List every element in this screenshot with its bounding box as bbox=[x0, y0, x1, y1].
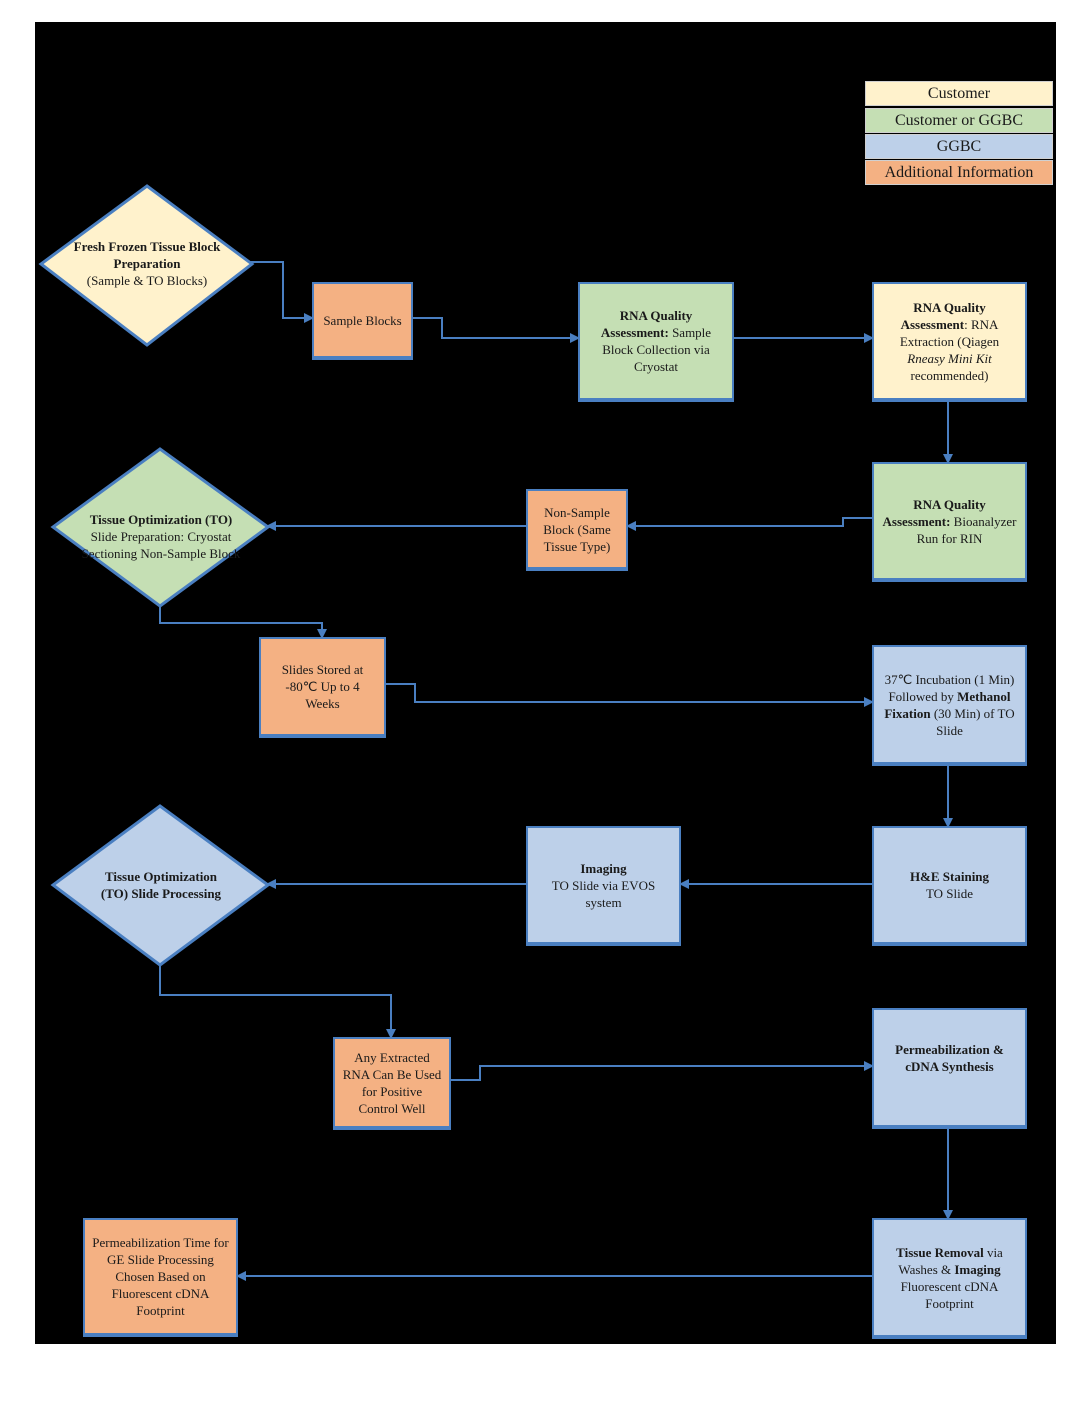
to-slide-prep-diamond bbox=[50, 447, 271, 608]
permeabilization-title: Permeabilization & cDNA Synthesis bbox=[895, 1041, 1004, 1074]
tissue-removal-text2: Fluorescent cDNA Footprint bbox=[900, 1278, 999, 1311]
bioanalyzer-box: RNA Quality Assessment: Bioanalyzer Run … bbox=[872, 462, 1027, 582]
fresh-frozen-label: Fresh Frozen Tissue Block Preparation(Sa… bbox=[71, 230, 223, 296]
connector-bioanalyzer-to-nonsample bbox=[626, 517, 872, 531]
bioanalyzer-text: Bioanalyzer Run for RIN bbox=[916, 513, 1017, 546]
imaging-text: TO Slide via EVOS system bbox=[551, 877, 656, 910]
tissue-removal-box: Tissue Removal via Washes & Imaging Fluo… bbox=[872, 1218, 1027, 1339]
legend-customer-or-ggbc: Customer or GGBC bbox=[865, 108, 1053, 133]
non-sample-block-text: Non-Sample Block (Same Tissue Type) bbox=[543, 504, 611, 554]
rna-extraction-text1: : RNA Extraction (Qiagen bbox=[899, 316, 1000, 349]
tissue-removal-imaging: Imaging bbox=[954, 1261, 1001, 1277]
he-staining-text: TO Slide bbox=[925, 886, 974, 901]
extracted-rna-text: Any Extracted RNA Can Be Used for Positi… bbox=[342, 1049, 442, 1116]
to-slide-prep-label: Tissue Optimization (TO) Slide Preparati… bbox=[80, 496, 242, 576]
to-slide-prep-text: Slide Preparation: Cryostat Sectioning N… bbox=[81, 528, 241, 561]
connector-fresh-to-sample bbox=[250, 261, 314, 323]
to-slide-processing-diamond bbox=[50, 804, 271, 967]
slides-stored-text: Slides Stored at -80℃ Up to 4 Weeks bbox=[281, 662, 364, 711]
extracted-rna-box: Any Extracted RNA Can Be Used for Positi… bbox=[333, 1037, 451, 1130]
connector-extracted-to-perm bbox=[451, 1061, 874, 1081]
bioanalyzer-title: RNA Quality Assessment: bbox=[882, 496, 986, 529]
incubation-box: 37℃ Incubation (1 Min) Followed by Metha… bbox=[872, 645, 1027, 766]
tissue-removal-title: Tissue Removal bbox=[896, 1244, 984, 1260]
perm-time-text: Permeabilization Time for GE Slide Proce… bbox=[92, 1235, 229, 1318]
tissue-removal-text1: via Washes & bbox=[898, 1244, 1003, 1277]
legend-ggbc: GGBC bbox=[865, 134, 1053, 159]
fresh-frozen-title: Fresh Frozen Tissue Block Preparation bbox=[73, 238, 221, 271]
incubation-fixation: Methanol Fixation bbox=[884, 688, 1011, 721]
legend-additional-information: Additional Information bbox=[865, 160, 1053, 185]
rna-extraction-kit: Rneasy Mini Kit bbox=[907, 350, 992, 366]
non-sample-block-box: Non-Sample Block (Same Tissue Type) bbox=[526, 489, 628, 571]
permeabilization-box: Permeabilization & cDNA Synthesis bbox=[872, 1008, 1027, 1129]
rna-collection-text: Sample Block Collection via Cryostat bbox=[602, 325, 712, 374]
he-staining-title: H&E Staining bbox=[909, 869, 990, 884]
fresh-frozen-diamond bbox=[38, 184, 255, 347]
rna-collection-box: RNA Quality Assessment: Sample Block Col… bbox=[578, 282, 734, 402]
connector-slides-to-incubation bbox=[386, 683, 874, 707]
connector-sample-to-collection bbox=[412, 317, 580, 343]
incubation-text2: (30 Min) of TO Slide bbox=[930, 705, 1015, 738]
rna-extraction-text2: recommended) bbox=[910, 367, 989, 383]
to-slide-prep-title: Tissue Optimization (TO) bbox=[89, 511, 233, 527]
rna-extraction-title: RNA Quality Assessment bbox=[900, 299, 986, 332]
perm-time-box: Permeabilization Time for GE Slide Proce… bbox=[83, 1218, 238, 1337]
sample-blocks-text: Sample Blocks bbox=[323, 312, 402, 328]
rna-collection-title: RNA Quality Assessment: bbox=[600, 308, 693, 340]
rna-extraction-box: RNA Quality Assessment: RNA Extraction (… bbox=[872, 282, 1027, 402]
connector-toprocessing-to-extracted bbox=[159, 964, 396, 1039]
legend-customer: Customer bbox=[865, 81, 1053, 106]
to-slide-processing-label: Tissue Optimization (TO) Slide Processin… bbox=[90, 862, 232, 908]
he-staining-box: H&E Staining TO Slide bbox=[872, 826, 1027, 946]
incubation-text1: 37℃ Incubation (1 Min) Followed by bbox=[884, 671, 1015, 704]
connector-toprep-to-slides bbox=[159, 604, 327, 639]
fresh-frozen-subtitle: (Sample & TO Blocks) bbox=[86, 272, 208, 288]
sample-blocks-box: Sample Blocks bbox=[312, 282, 413, 360]
imaging-title: Imaging bbox=[580, 860, 627, 876]
slides-stored-box: Slides Stored at -80℃ Up to 4 Weeks bbox=[259, 637, 386, 738]
to-slide-processing-title: Tissue Optimization (TO) Slide Processin… bbox=[100, 869, 222, 901]
